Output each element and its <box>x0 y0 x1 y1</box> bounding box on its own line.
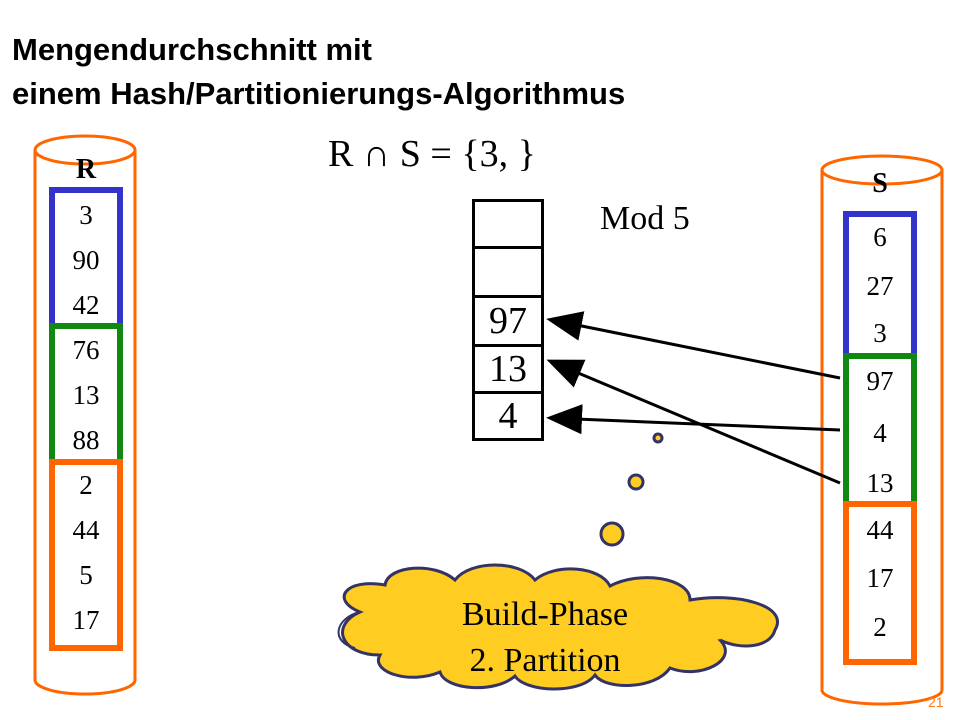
cylinder-s <box>820 154 944 706</box>
cloud-shape <box>337 563 779 691</box>
r-value: 5 <box>79 560 93 590</box>
relation-s-label: S <box>872 168 888 199</box>
s-value: 4 <box>873 418 887 448</box>
r-value: 13 <box>72 380 100 410</box>
cloud-line-2: 2. Partition <box>469 642 621 679</box>
r-value: 76 <box>72 335 100 365</box>
hash-bucket-4: 4 <box>472 391 544 441</box>
hash-bucket-1 <box>472 246 544 298</box>
mod-label: Mod 5 <box>600 200 690 237</box>
hash-bucket-3: 13 <box>472 344 544 394</box>
s-value: 44 <box>866 515 894 545</box>
r-value: 3 <box>79 200 93 230</box>
thought-dot-small <box>652 432 664 444</box>
r-value: 90 <box>72 245 100 275</box>
hash-bucket-0 <box>472 199 544 249</box>
hash-bucket-2: 97 <box>472 295 544 347</box>
cloud-text: Build-Phase 2. Partition <box>395 592 695 684</box>
s-value: 3 <box>873 318 887 348</box>
r-value: 42 <box>72 290 100 320</box>
s-value: 6 <box>873 222 887 252</box>
title-line-1: Mengendurchschnitt mit <box>12 32 372 67</box>
cloud-line-1: Build-Phase <box>461 596 629 633</box>
relation-r-label: R <box>75 154 97 185</box>
s-partition-3 <box>843 501 917 665</box>
page-number: 21 <box>928 694 944 710</box>
s-value: 13 <box>866 468 894 498</box>
thought-dot-medium <box>627 473 645 491</box>
s-value: 2 <box>873 612 887 642</box>
intersection-formula: R ∩ S = {3, } <box>328 133 536 175</box>
s-value: 17 <box>866 563 894 593</box>
r-value: 44 <box>72 515 100 545</box>
s-value: 27 <box>866 271 894 301</box>
r-value: 2 <box>79 470 93 500</box>
title-line-2: einem Hash/Partitionierungs-Algorithmus <box>12 76 626 111</box>
slide-title: Mengendurchschnitt mit einem Hash/Partit… <box>12 28 625 116</box>
arrow-97 <box>546 311 841 380</box>
cylinder-r <box>33 134 137 696</box>
thought-dot-large <box>599 521 625 547</box>
r-partition-3 <box>49 459 123 651</box>
r-value: 88 <box>72 425 100 455</box>
r-value: 17 <box>72 605 100 635</box>
s-value: 97 <box>866 366 894 396</box>
arrow-13 <box>546 359 841 485</box>
